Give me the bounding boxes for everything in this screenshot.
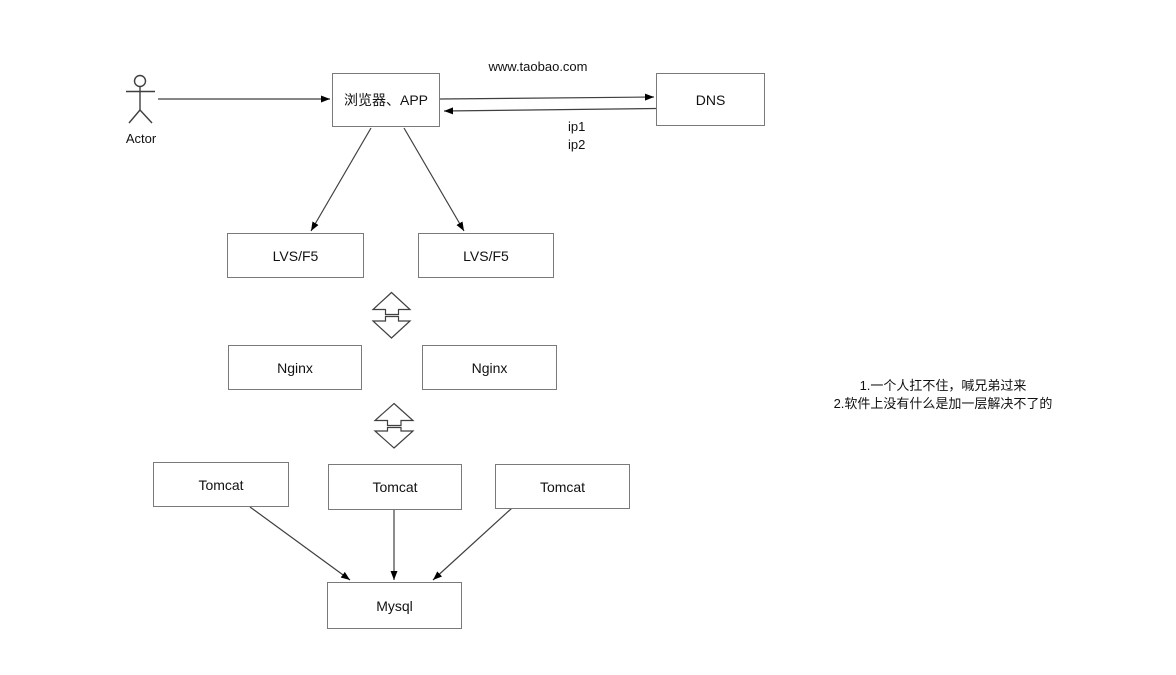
- connector-browser-to-lvs-left: [310, 127, 372, 232]
- node-nginx-left[interactable]: Nginx: [228, 345, 362, 390]
- node-mysql-label: Mysql: [376, 597, 413, 614]
- double-arrow-down-half: [371, 315, 412, 339]
- connector-tomcat1-to-mysql: [249, 506, 351, 581]
- node-browser-app-label: 浏览器、APP: [343, 92, 428, 108]
- edge-label-ip1: ip1: [568, 119, 586, 134]
- node-mysql[interactable]: Mysql: [327, 582, 462, 629]
- node-dns-label: DNS: [695, 91, 726, 108]
- node-tomcat-1[interactable]: Tomcat: [153, 462, 289, 507]
- node-tomcat-1-label: Tomcat: [198, 476, 244, 493]
- edge-label-ip-list: ip1 ip2: [568, 118, 585, 154]
- node-lvs-right[interactable]: LVS/F5: [418, 233, 554, 278]
- actor-leg-left: [128, 109, 141, 124]
- connector-browser-to-lvs-right: [403, 127, 465, 232]
- node-dns[interactable]: DNS: [656, 73, 765, 126]
- annotation-note: 1.一个人扛不住，喊兄弟过来 2.软件上没有什么是加一层解决不了的: [793, 377, 1093, 413]
- node-lvs-left-label: LVS/F5: [272, 247, 319, 264]
- node-tomcat-3[interactable]: Tomcat: [495, 464, 630, 509]
- node-tomcat-3-label: Tomcat: [539, 478, 586, 495]
- edge-label-ip2: ip2: [568, 137, 586, 152]
- node-nginx-right-label: Nginx: [471, 359, 508, 376]
- node-nginx-right[interactable]: Nginx: [422, 345, 557, 390]
- double-arrow-icon[interactable]: [371, 291, 412, 339]
- connector-dns-to-browser: [443, 107, 657, 115]
- connector-browser-to-dns: [439, 93, 655, 101]
- node-lvs-left[interactable]: LVS/F5: [227, 233, 364, 278]
- node-nginx-left-label: Nginx: [277, 359, 313, 376]
- connector-tomcat3-to-mysql: [432, 507, 513, 581]
- node-lvs-right-label: LVS/F5: [463, 247, 509, 264]
- actor-label: Actor: [125, 131, 157, 146]
- actor-figure[interactable]: [126, 74, 155, 124]
- double-arrow-icon[interactable]: [373, 402, 415, 449]
- actor-head: [133, 74, 147, 88]
- node-tomcat-2-label: Tomcat: [372, 479, 418, 495]
- node-tomcat-2[interactable]: Tomcat: [328, 464, 462, 510]
- double-arrow-up-half: [371, 291, 412, 316]
- double-arrow-up-half: [373, 402, 415, 427]
- annotation-line-1: 1.一个人扛不住，喊兄弟过来: [859, 378, 1027, 393]
- annotation-line-2: 2.软件上没有什么是加一层解决不了的: [833, 396, 1053, 411]
- double-arrow-down-half: [373, 426, 415, 449]
- edge-label-www-taobao: www.taobao.com: [488, 59, 588, 74]
- node-browser-app[interactable]: 浏览器、APP: [332, 73, 440, 127]
- actor-leg-right: [139, 109, 153, 124]
